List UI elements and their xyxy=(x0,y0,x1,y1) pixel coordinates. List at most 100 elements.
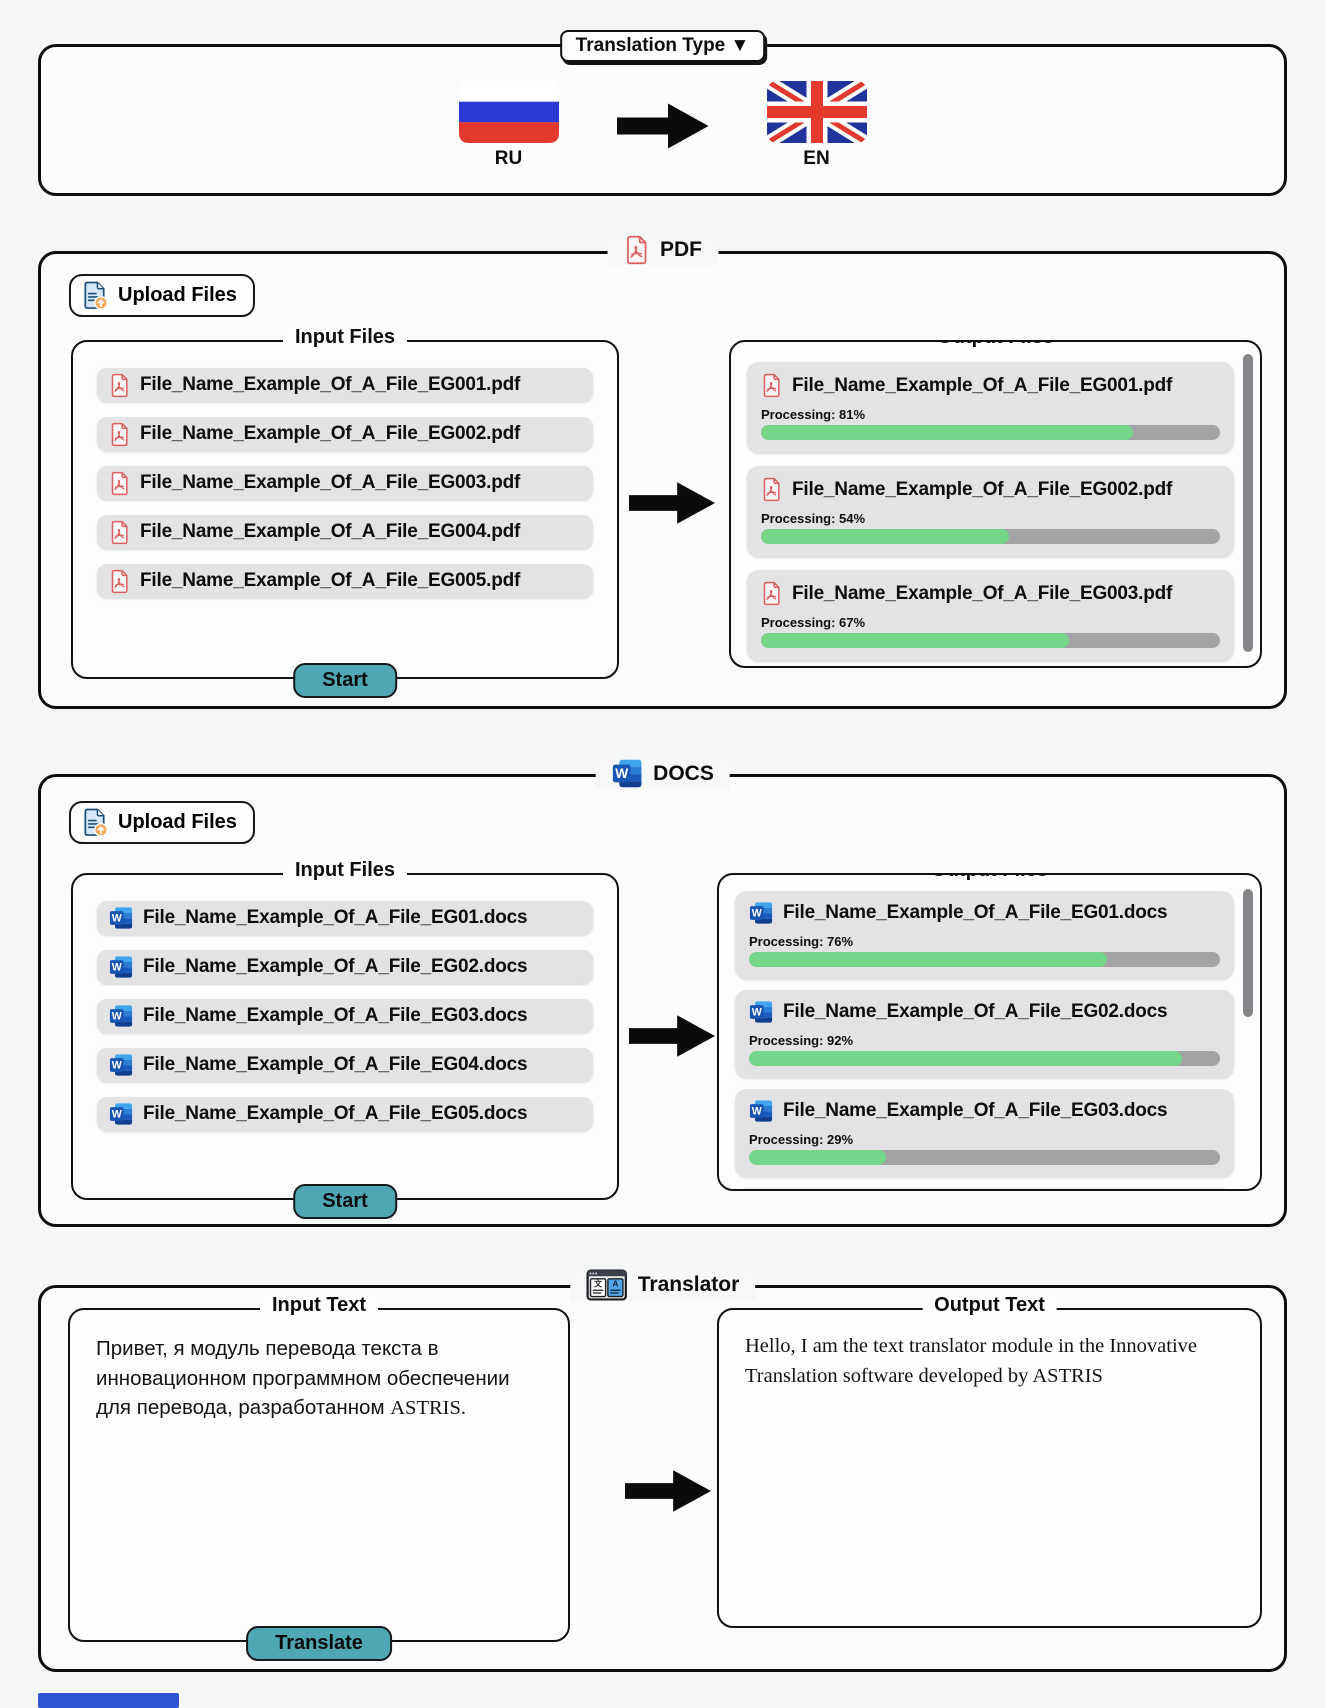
docs-output-files-box: Output Files W File_Name_Example_Of_A_Fi… xyxy=(717,873,1262,1191)
translate-button[interactable]: Translate xyxy=(246,1626,392,1661)
file-name: File_Name_Example_Of_A_File_EG03.docs xyxy=(143,1005,528,1026)
word-icon: W xyxy=(611,758,642,789)
word-file-icon: W xyxy=(109,1102,133,1126)
scrollbar-thumb[interactable] xyxy=(1243,354,1253,652)
pdf-icon xyxy=(623,235,649,265)
svg-text:W: W xyxy=(112,1060,122,1072)
translator-input-text-box[interactable]: Input Text Привет, я модуль перевода тек… xyxy=(68,1294,570,1661)
svg-text:W: W xyxy=(112,1011,122,1023)
target-language[interactable]: EN xyxy=(766,81,867,170)
source-language-code: RU xyxy=(494,148,523,169)
docs-input-files-box: Input Files W File_Name_Example_Of_A_Fil… xyxy=(71,859,619,1219)
file-name: File_Name_Example_Of_A_File_EG003.pdf xyxy=(792,582,1173,604)
word-file-icon: W xyxy=(109,906,133,930)
pdf-section-header: PDF xyxy=(607,235,718,265)
file-name: File_Name_Example_Of_A_File_EG04.docs xyxy=(143,1054,528,1075)
progress-fill xyxy=(761,529,1009,544)
file-name: File_Name_Example_Of_A_File_EG02.docs xyxy=(783,1001,1168,1022)
file-name: File_Name_Example_Of_A_File_EG003.pdf xyxy=(140,472,521,493)
upload-file-icon xyxy=(81,807,110,838)
pdf-output-file-card: File_Name_Example_Of_A_File_EG002.pdf Pr… xyxy=(747,466,1234,557)
processing-label: Processing: 81% xyxy=(761,407,866,422)
source-language[interactable]: RU xyxy=(458,81,559,170)
pdf-input-file-row[interactable]: File_Name_Example_Of_A_File_EG001.pdf xyxy=(97,368,593,402)
pdf-section-title: PDF xyxy=(660,238,702,261)
docs-output-files-title: Output Files xyxy=(919,875,1060,882)
right-arrow-icon xyxy=(629,482,715,524)
processing-label: Processing: 54% xyxy=(761,511,866,526)
docs-upload-files-button[interactable]: Upload Files xyxy=(69,801,255,844)
translator-output-text-box: Output Text Hello, I am the text transla… xyxy=(717,1294,1262,1628)
progress-fill xyxy=(761,633,1069,648)
pdf-output-files-box: Output Files File_Name_Example_Of_A_File… xyxy=(729,340,1262,668)
translation-type-dropdown[interactable]: Translation Type ▼ xyxy=(559,30,766,62)
docs-section-header: W DOCS xyxy=(595,758,730,789)
pdf-file-icon xyxy=(761,581,782,606)
pdf-input-file-row[interactable]: File_Name_Example_Of_A_File_EG004.pdf xyxy=(97,515,593,549)
progress-bar xyxy=(749,952,1220,967)
file-name: File_Name_Example_Of_A_File_EG001.pdf xyxy=(140,374,521,395)
pdf-file-icon xyxy=(109,569,130,594)
docs-output-file-card: W File_Name_Example_Of_A_File_EG03.docs … xyxy=(735,1089,1234,1177)
pdf-section: PDF Upload Files Input Files File_Name_E… xyxy=(38,235,1287,709)
docs-input-file-row[interactable]: W File_Name_Example_Of_A_File_EG04.docs xyxy=(97,1048,593,1082)
word-file-icon: W xyxy=(749,1099,773,1123)
scrollbar-thumb[interactable] xyxy=(1243,889,1253,1017)
progress-fill xyxy=(761,425,1133,440)
pdf-file-icon xyxy=(761,373,782,398)
docs-input-file-row[interactable]: W File_Name_Example_Of_A_File_EG01.docs xyxy=(97,901,593,935)
svg-text:文: 文 xyxy=(594,1278,602,1288)
docs-start-button[interactable]: Start xyxy=(293,1184,397,1219)
pdf-input-file-row[interactable]: File_Name_Example_Of_A_File_EG002.pdf xyxy=(97,417,593,451)
input-text-russian: Привет, я модуль перевода текста в иннов… xyxy=(96,1337,510,1420)
output-text-content: Hello, I am the text translator module i… xyxy=(745,1335,1198,1387)
pdf-output-files-title: Output Files xyxy=(925,342,1066,349)
processing-label: Processing: 76% xyxy=(749,934,854,949)
processing-label: Processing: 29% xyxy=(749,1132,854,1147)
pdf-upload-files-button[interactable]: Upload Files xyxy=(69,274,255,317)
svg-text:W: W xyxy=(112,1109,122,1121)
docs-section: W DOCS Upload Files Input Files W File_N… xyxy=(38,758,1287,1227)
word-file-icon: W xyxy=(109,1004,133,1028)
progress-bar xyxy=(761,425,1220,440)
upload-files-label: Upload Files xyxy=(118,811,237,833)
pdf-start-button[interactable]: Start xyxy=(293,663,397,698)
word-file-icon: W xyxy=(749,901,773,925)
file-name: File_Name_Example_Of_A_File_EG01.docs xyxy=(143,907,528,928)
pdf-file-icon xyxy=(109,471,130,496)
svg-text:W: W xyxy=(615,766,628,781)
pdf-file-icon xyxy=(761,477,782,502)
pdf-input-files-title: Input Files xyxy=(283,326,407,349)
translation-type-panel: Translation Type ▼ RU EN xyxy=(38,30,1287,196)
upload-file-icon xyxy=(81,280,110,311)
processing-label: Processing: 92% xyxy=(749,1033,854,1048)
pdf-input-file-row[interactable]: File_Name_Example_Of_A_File_EG003.pdf xyxy=(97,466,593,500)
pdf-file-icon xyxy=(109,422,130,447)
docs-input-file-row[interactable]: W File_Name_Example_Of_A_File_EG05.docs xyxy=(97,1097,593,1131)
progress-bar xyxy=(761,529,1220,544)
file-name: File_Name_Example_Of_A_File_EG002.pdf xyxy=(792,478,1173,500)
file-name: File_Name_Example_Of_A_File_EG02.docs xyxy=(143,956,528,977)
right-arrow-icon xyxy=(616,103,709,149)
svg-text:W: W xyxy=(112,913,122,925)
word-file-icon: W xyxy=(109,1053,133,1077)
pdf-input-file-row[interactable]: File_Name_Example_Of_A_File_EG005.pdf xyxy=(97,564,593,598)
input-text-brand: ASTRIS. xyxy=(390,1397,467,1420)
svg-text:W: W xyxy=(752,1106,762,1118)
upload-files-label: Upload Files xyxy=(118,284,237,306)
input-text-content: Привет, я модуль перевода текста в иннов… xyxy=(70,1310,568,1424)
docs-output-file-card: W File_Name_Example_Of_A_File_EG02.docs … xyxy=(735,990,1234,1078)
file-name: File_Name_Example_Of_A_File_EG002.pdf xyxy=(140,423,521,444)
word-file-icon: W xyxy=(749,1000,773,1024)
progress-bar xyxy=(749,1051,1220,1066)
file-name: File_Name_Example_Of_A_File_EG004.pdf xyxy=(140,521,521,542)
progress-fill xyxy=(749,1051,1183,1066)
pdf-file-icon xyxy=(109,373,130,398)
svg-text:W: W xyxy=(752,1007,762,1019)
docs-input-file-row[interactable]: W File_Name_Example_Of_A_File_EG03.docs xyxy=(97,999,593,1033)
pdf-output-file-card: File_Name_Example_Of_A_File_EG001.pdf Pr… xyxy=(747,362,1234,453)
docs-input-file-row[interactable]: W File_Name_Example_Of_A_File_EG02.docs xyxy=(97,950,593,984)
right-arrow-icon xyxy=(625,1470,711,1512)
output-text-title: Output Text xyxy=(922,1294,1057,1317)
